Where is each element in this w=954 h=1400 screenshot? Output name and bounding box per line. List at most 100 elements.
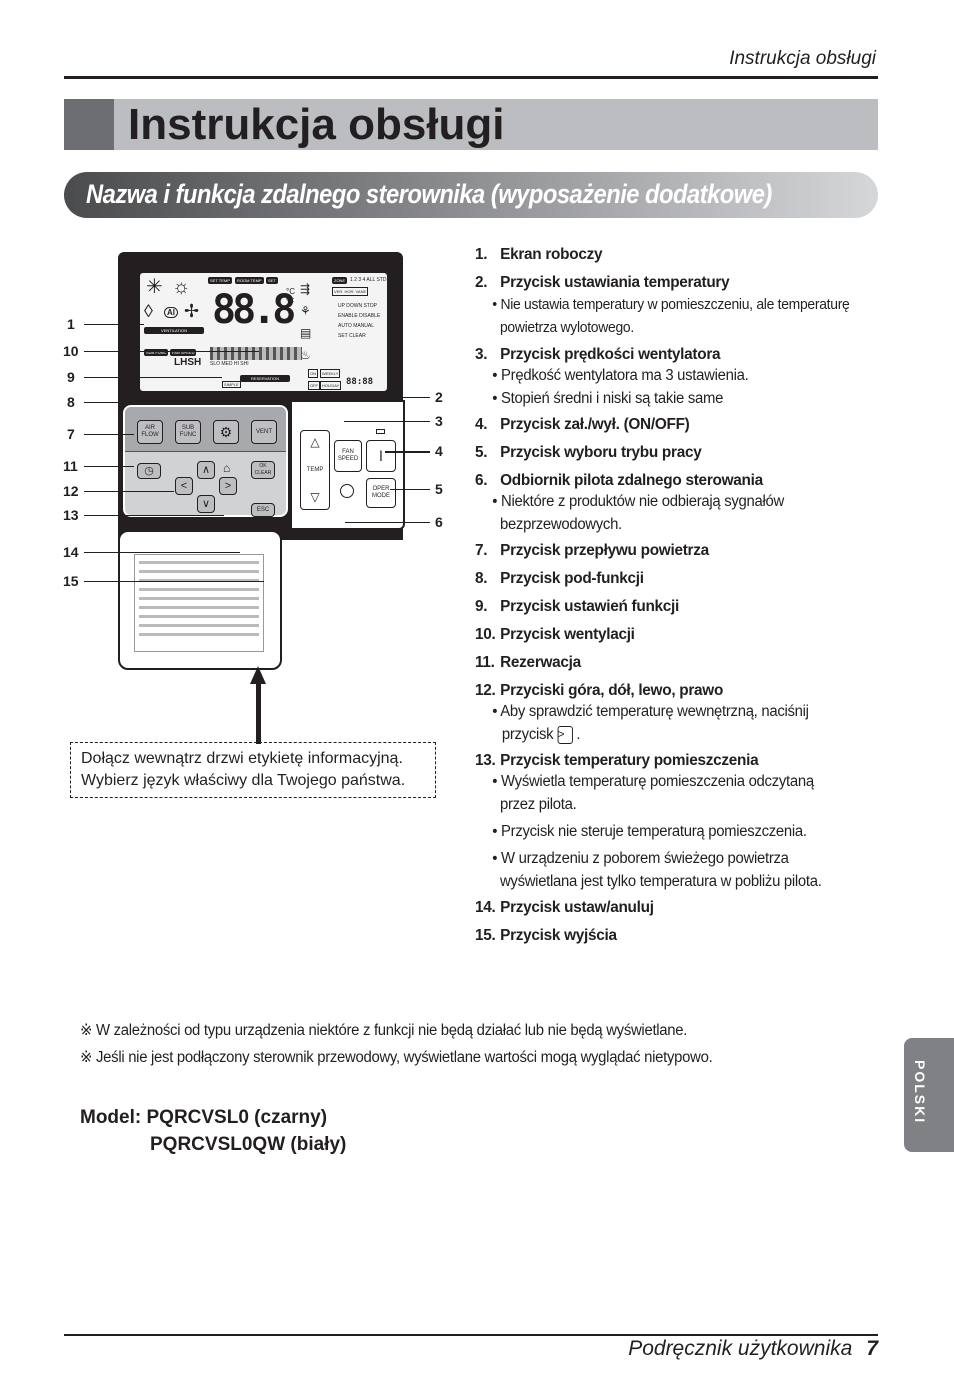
list-item-note: • Przycisk nie steruje temperaturą pomie… [492,823,807,840]
cooling-icon: ✳ [146,276,163,298]
door-button-panel: AIR FLOW SUB FUNC ⚙ VENT ◷ ∧ < > ∨ ⌂ OK … [123,405,288,517]
down-button[interactable]: ∨ [197,495,215,513]
callout-number: 11 [63,458,78,474]
list-item: 13. Przycisk temperatury pomieszczenia •… [475,752,869,893]
air-flow-button[interactable]: AIR FLOW [137,420,163,444]
list-item-note: przycisk>. [501,725,581,744]
callout-number: 3 [435,413,443,429]
section-title-bar: Nazwa i funkcja zdalnego sterownika (wyp… [64,172,878,218]
model-info: Model: PQRCVSL0 (czarny) PQRCVSL0QW (bia… [80,1104,346,1158]
off-tag: OFF [308,381,320,390]
lcd-display: ✳ ☼ ◊ AI ✢ VENTILATION SUB FUNC FAN SPEE… [140,273,387,391]
callout-number: 4 [435,443,443,459]
function-list: 1. Ekran roboczy 2. Przycisk ustawiania … [475,246,885,955]
list-item: 11. Rezerwacja [475,654,581,671]
power-button[interactable]: ⏽ [366,440,396,472]
vent-button[interactable]: VENT [251,420,277,444]
callout-number: 9 [67,369,75,385]
lhsh-label: LHSH [174,357,202,368]
vane-tag: VER. HOR. VANE [332,287,369,296]
model-line: Model: PQRCVSL0 (czarny) [80,1107,328,1128]
callout-number: 7 [67,426,75,442]
ai-icon: AI [164,307,178,318]
temp-down-icon[interactable]: ▽ [310,490,320,504]
sub-func-tag: SUB FUNC [144,349,169,356]
arrow-shaft [256,682,261,744]
temp-button[interactable]: △ TEMP ▽ [300,430,330,510]
top-rule [64,76,878,79]
callout-number: 14 [63,544,79,560]
ir-receiver [340,484,354,498]
set-tag: SET [266,277,278,284]
temp-label: TEMP [306,466,324,473]
fan-speed-bar [210,347,302,360]
remote-control-top: ✳ ☼ ◊ AI ✢ VENTILATION SUB FUNC FAN SPEE… [118,252,403,420]
page-title-bar: Instrukcja obsługi [64,99,878,150]
celsius-unit: °C [286,287,295,296]
list-item: 6. Odbiornik pilota zdalnego sterowania … [475,472,869,536]
reservation-tag: RESERVATION [240,375,290,382]
list-item-note: • Aby sprawdzić temperaturę wewnętrzną, … [492,703,809,720]
callout-number: 6 [435,514,443,530]
callout-number: 10 [63,343,79,359]
enable-disable-label: ENABLE DISABLE [338,313,381,319]
list-item-note: • Stopień średni i niski są takie same [492,390,724,407]
oper-mode-button[interactable]: OPER MODE [366,478,396,508]
room-temp-tag: ROOM TEMP [235,277,264,284]
temperature-digits: 88.8 [212,287,296,333]
running-header: Instrukcja obsługi [729,48,876,69]
bottom-rule [64,1334,878,1336]
on-tag: ON [308,369,318,378]
filter-icon: ▤ [300,326,312,340]
reservation-button[interactable]: ◷ [137,463,161,479]
model-line: PQRCVSL0QW (biały) [150,1134,347,1155]
footer-title: Podręcznik użytkownika [628,1337,853,1360]
home-temp-icon: ⌂ [223,461,231,475]
page-title: Instrukcja obsługi [128,100,505,149]
callout-number: 15 [63,573,79,589]
list-item-note: • Niektóre z produktów nie odbierają syg… [492,493,784,533]
main-button-panel: △ TEMP ▽ FAN SPEED ⏽ OPER MODE [290,400,405,530]
temp-up-icon[interactable]: △ [310,435,320,449]
up-button[interactable]: ∧ [197,461,215,479]
list-item: 10. Przycisk wentylacji [475,626,635,643]
footnote: ※ Jeśli nie jest podłączony sterownik pr… [80,1049,713,1066]
dehumidify-drop-icon: ◊ [144,301,153,321]
fan-levels: SLO MED HI SHI [210,361,249,367]
zone-numbers: 1 2 3 4 ALL STD [350,277,387,283]
ventilation-tag: VENTILATION [144,327,204,334]
list-item: 15. Przycisk wyjścia [475,927,617,944]
remote-door-label-area [118,530,282,670]
function-settings-button[interactable]: ⚙ [213,420,239,444]
sub-func-button[interactable]: SUB FUNC [175,420,201,444]
list-item: 4. Przycisk zał./wył. (ON/OFF) [475,416,690,433]
right-room-temp-button[interactable]: > [219,477,237,495]
fan-icon: ✢ [184,301,200,321]
list-item: 5. Przycisk wyboru trybu pracy [475,444,702,461]
power-led-indicator [376,429,385,434]
ok-clear-button[interactable]: OK CLEAR [251,461,275,479]
holiday-tag: HOLIDAY [320,381,342,390]
note-line: Wybierz język właściwy dla Twojego państ… [81,772,406,789]
callout-number: 1 [67,316,75,332]
list-item-note: • Prędkość wentylatora ma 3 ustawienia. [492,367,749,384]
list-item: 3. Przycisk prędkości wentylatora • Pręd… [475,346,869,410]
plasma-icon: ⚘ [300,304,311,318]
esc-button[interactable]: ESC [251,503,275,517]
label-note-box: Dołącz wewnątrz drzwi etykietę informacy… [70,742,436,798]
auto-manual-label: AUTO MANUAL [338,323,375,329]
callout-number: 8 [67,394,75,410]
info-label [134,554,264,652]
fan-speed-button[interactable]: FAN SPEED [334,440,362,472]
section-title: Nazwa i funkcja zdalnego sterownika (wyp… [86,179,772,209]
up-down-stop-label: UP DOWN STOP [338,303,377,309]
right-arrow-key-icon: > [557,725,573,744]
left-button[interactable]: < [175,477,193,495]
callout-number: 13 [63,507,79,523]
list-item: 2. Przycisk ustawiania temperatury • Nie… [475,274,869,340]
clock-digits: 88:88 [346,377,374,387]
heater-icon: ♨ [300,348,311,362]
weekly-tag: WEEKLY [320,369,341,378]
list-item-note: • Nie ustawia temperatury w pomieszczeni… [492,297,850,336]
